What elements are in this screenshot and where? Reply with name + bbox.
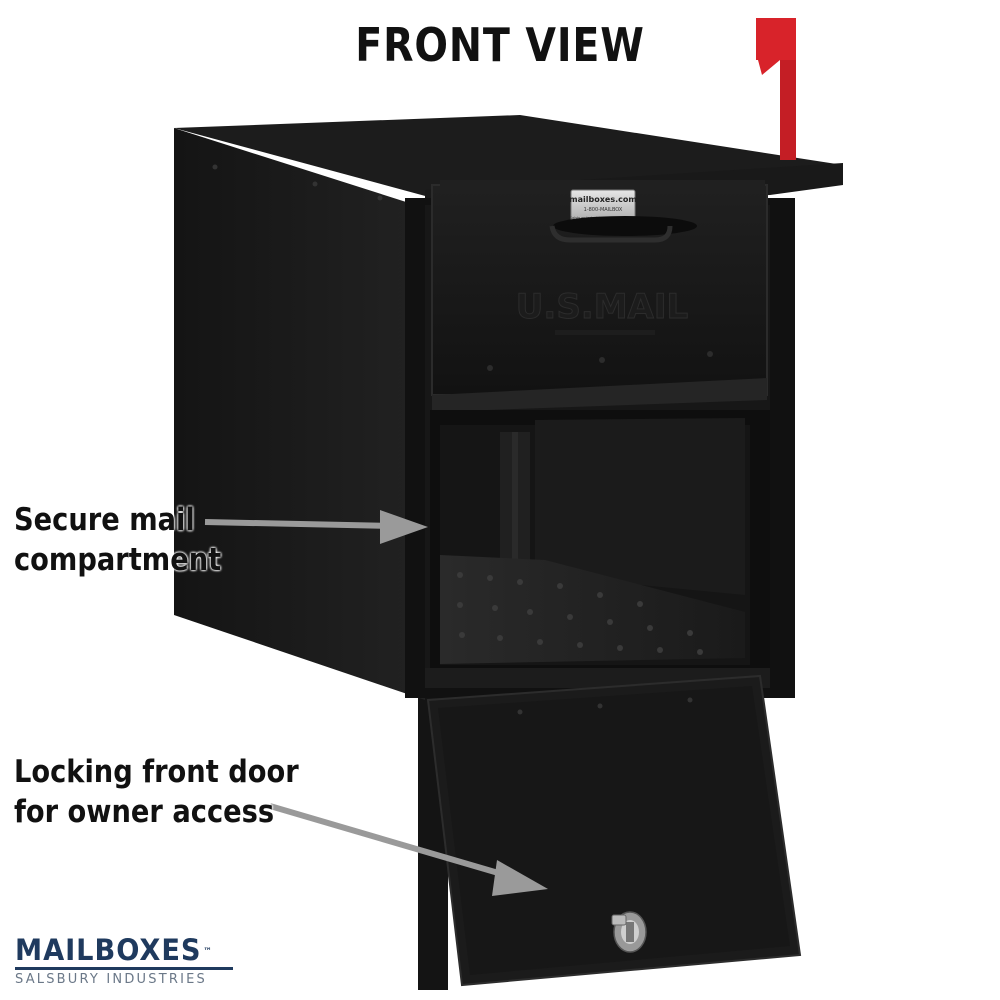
- brand-trademark: ™: [203, 947, 213, 957]
- callout-mail-compartment: Secure mail compartment: [14, 500, 221, 580]
- mail-compartment: [430, 410, 770, 670]
- brand-rule: [15, 967, 233, 970]
- callout-front-door: Locking front door for owner access: [14, 752, 299, 832]
- embossed-us-mail: U.S.MAIL: [516, 287, 688, 327]
- arrow-right-icon: [269, 803, 548, 896]
- plate-line1: mailboxes.com: [569, 195, 636, 204]
- brand-subtitle: SALSBURY INDUSTRIES: [15, 972, 207, 987]
- callout-line: compartment: [14, 542, 222, 578]
- brand-name: MAILBOXES: [15, 933, 202, 967]
- door-handle: [549, 225, 673, 243]
- callout-line: Secure mail: [14, 502, 195, 538]
- arrow-right-icon: [204, 510, 428, 544]
- callout-line: Locking front door: [14, 754, 299, 790]
- compartment-floor: [440, 555, 745, 664]
- page-title: FRONT VIEW: [355, 18, 645, 72]
- plate-line2: 1-800-MAILBOX: [584, 207, 623, 213]
- callout-line: for owner access: [14, 794, 275, 830]
- lock-icon: [611, 911, 647, 953]
- mailbox-flag: [756, 18, 796, 160]
- mailbox-side-panel: [174, 128, 425, 700]
